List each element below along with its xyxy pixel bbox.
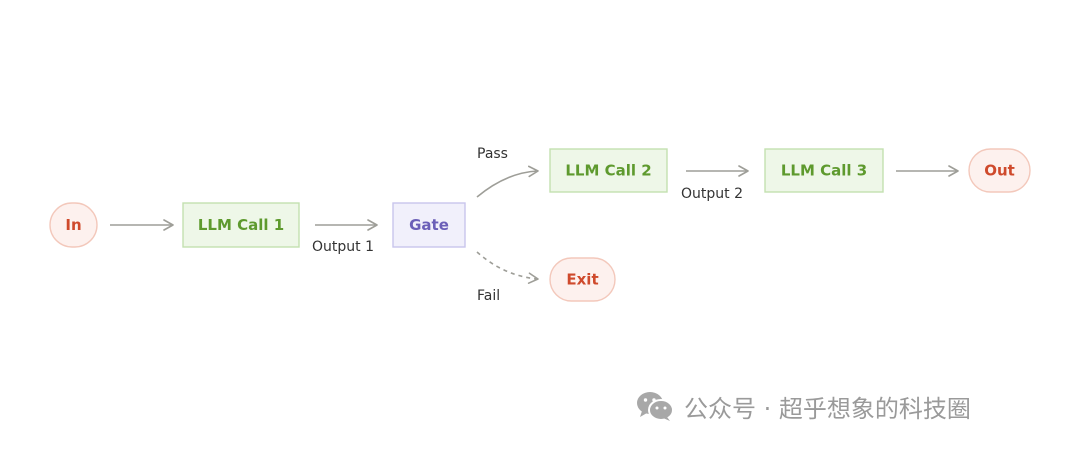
edges xyxy=(110,165,959,284)
wechat-icon xyxy=(637,392,674,421)
node-llm-call-3-label: LLM Call 3 xyxy=(781,162,867,180)
node-llm-call-2: LLM Call 2 xyxy=(549,148,668,193)
node-llm-call-3: LLM Call 3 xyxy=(764,148,884,193)
node-exit: Exit xyxy=(549,257,616,302)
watermark: 公众号 · 超乎想象的科技圈 xyxy=(636,388,971,424)
node-llm-call-1-shape xyxy=(182,202,300,248)
edge-label-pass: Pass xyxy=(477,146,508,162)
node-in-shape xyxy=(49,202,98,248)
edge-label-output-1: Output 1 xyxy=(312,239,374,255)
node-gate: Gate xyxy=(392,202,466,248)
node-out: Out xyxy=(968,148,1031,193)
node-out-shape xyxy=(968,148,1031,193)
node-out-label: Out xyxy=(984,162,1015,180)
node-exit-shape xyxy=(549,257,616,302)
node-llm-call-2-shape xyxy=(549,148,668,193)
node-in: In xyxy=(49,202,98,248)
node-llm-call-1: LLM Call 1 xyxy=(182,202,300,248)
node-llm-call-3-shape xyxy=(764,148,884,193)
watermark-text: 公众号 · 超乎想象的科技圈 xyxy=(684,394,971,423)
edge-gate-to-exit xyxy=(476,251,539,284)
node-llm-call-2-label: LLM Call 2 xyxy=(565,162,651,180)
edge-label-output-2: Output 2 xyxy=(681,186,743,202)
node-gate-label: Gate xyxy=(409,216,449,234)
node-in-label: In xyxy=(65,216,81,234)
node-gate-shape xyxy=(392,202,466,248)
node-exit-label: Exit xyxy=(566,271,598,289)
node-llm-call-1-label: LLM Call 1 xyxy=(198,216,284,234)
edge-label-fail: Fail xyxy=(477,288,500,304)
edge-gate-to-llm-call-2 xyxy=(476,165,539,198)
